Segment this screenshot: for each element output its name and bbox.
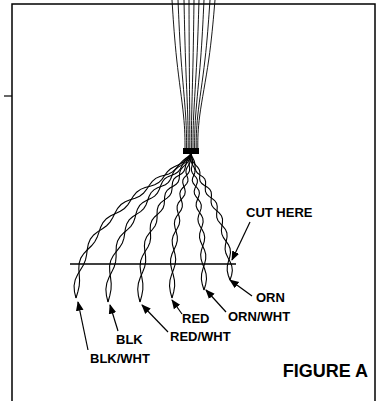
wire-strand	[76, 154, 191, 298]
wire-label: RED/WHT	[170, 330, 231, 343]
wire-bundle	[74, 0, 232, 302]
wire-strand	[184, 0, 188, 150]
wire-strand	[170, 154, 191, 298]
frame-tick	[4, 95, 12, 96]
wire-label: BLK	[116, 333, 143, 346]
wire-label: BLK/WHT	[90, 352, 150, 365]
wire-label: ORN/WHT	[228, 310, 290, 323]
wire-strand	[138, 154, 191, 302]
wire-strand	[74, 154, 191, 298]
cut-line	[70, 263, 236, 264]
wire-strand	[195, 0, 204, 150]
cable-tie	[183, 148, 199, 154]
wire-strand	[198, 0, 215, 150]
leader-arrows	[78, 222, 252, 350]
leader-arrow	[142, 305, 168, 332]
leader-arrow	[230, 280, 252, 296]
leader-arrow	[172, 300, 182, 314]
wire-label: CUT HERE	[246, 206, 312, 219]
leader-arrow	[206, 290, 226, 312]
wire-label: ORN	[256, 291, 285, 304]
leader-arrow	[232, 222, 250, 260]
wire-label: RED	[182, 312, 209, 325]
figure-caption: FIGURE A	[283, 362, 368, 380]
wire-strand	[171, 154, 191, 298]
wire-strand	[191, 154, 232, 280]
wire-strand	[140, 154, 191, 302]
figure-frame	[12, 4, 375, 401]
leader-arrow	[78, 302, 88, 350]
wire-strand	[172, 0, 185, 150]
wire-strand	[189, 0, 191, 150]
leader-arrow	[110, 305, 118, 331]
wire-strand	[106, 154, 191, 302]
wire-strand	[108, 154, 191, 302]
wire-strand	[178, 0, 187, 150]
